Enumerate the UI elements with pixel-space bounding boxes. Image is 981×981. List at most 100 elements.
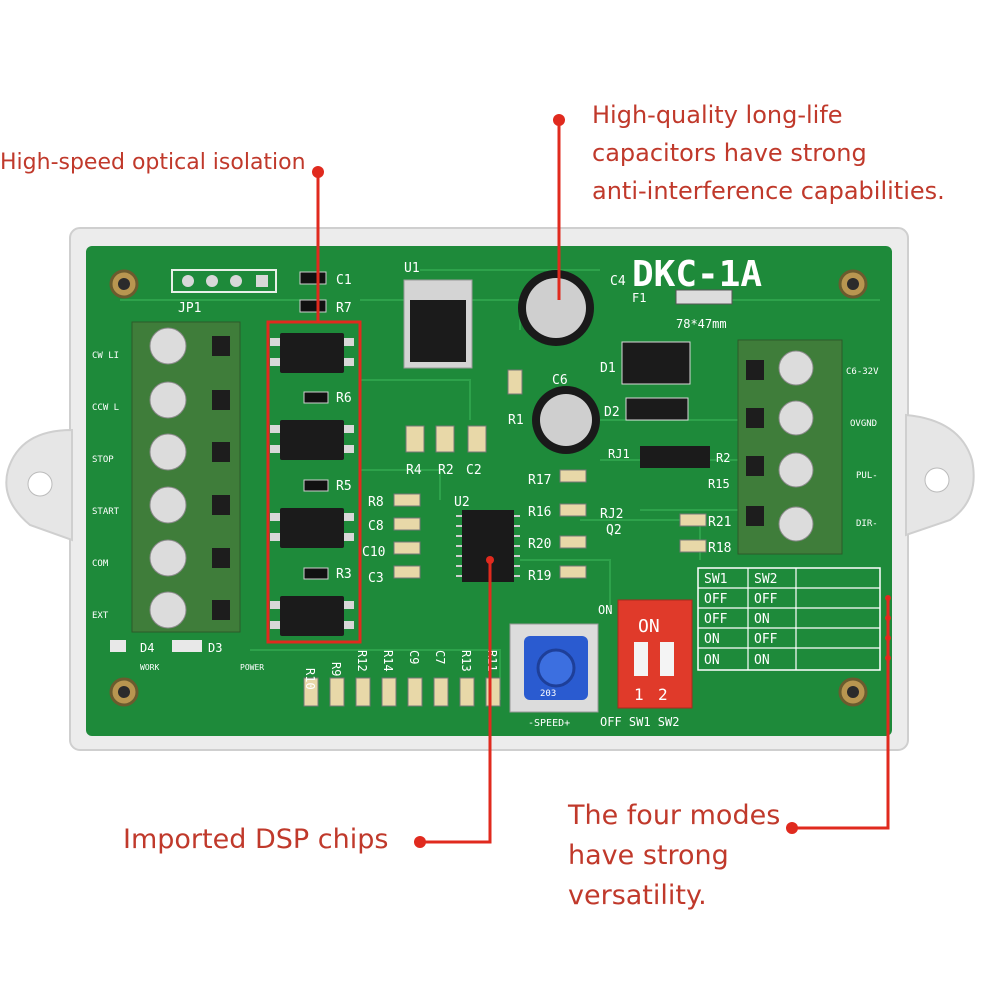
callout-modes-line: have strong [568,840,729,871]
label-c10: C10 [362,545,385,560]
jumper-header: JP1 [171,269,277,316]
dsp-chip-u2: U2 [454,495,520,582]
status-leds: D4 D3 WORK POWER [110,640,264,672]
terminal-label-dir: DIR- [856,519,878,529]
model-area: DKC-1A F1 78*47mm [632,254,762,331]
label-c8: C8 [368,519,384,534]
label-d2: D2 [604,405,620,420]
label-r11: R11 [485,650,499,672]
optocoupler-group: C1 R7 R6 R5 R3 [266,271,362,644]
regulator-u1: U1 [403,261,473,369]
jumper-label: JP1 [178,301,201,316]
label-d1: D1 [600,361,616,376]
label-c7: C7 [433,650,447,664]
label-r15: R15 [708,477,730,491]
mode-cell: OFF [754,632,778,647]
label-c9: C9 [407,650,421,664]
terminal-label-com: COM [92,559,109,569]
leader-modes [792,596,890,830]
callout-four-modes: The four modes have strong versatility. [568,796,780,916]
dip-footer: OFF SW1 SW2 [600,715,679,729]
label-c2: C2 [466,463,482,478]
model-name: DKC-1A [632,254,762,295]
leader-dsp [420,560,492,844]
label-c6: C6 [552,373,568,388]
callout-dsp-chips: Imported DSP chips [123,824,388,855]
dip-switch: ON 1 2 ON OFF SW1 SW2 [598,599,693,729]
dip-on-label: ON [638,616,660,637]
label-r4: R4 [406,463,422,478]
label-r5: R5 [336,479,352,494]
dip-number-2: 2 [658,685,668,704]
callout-capacitors-line: High-quality long-life [592,101,843,129]
label-r7: R7 [336,301,352,316]
label-r6: R6 [336,391,352,406]
label-r14: R14 [381,650,395,672]
label-u2: U2 [454,495,470,510]
dip-on-tag: ON [598,603,612,617]
callout-capacitors-line: capacitors have strong [592,139,867,167]
label-r2-right: R2 [716,451,730,465]
label-r9: R9 [329,662,343,676]
label-c1: C1 [336,273,352,288]
callout-capacitors: High-quality long-life capacitors have s… [592,96,945,210]
label-r16: R16 [528,505,551,520]
label-c4: C4 [610,274,626,289]
led-label-d4: D4 [140,641,154,655]
callout-optical-text: High-speed optical isolation [0,150,306,175]
label-r8: R8 [368,495,384,510]
label-r2: R2 [438,463,454,478]
mode-cell: OFF [704,612,728,627]
label-f1: F1 [632,291,646,305]
label-r13: R13 [459,650,473,672]
callout-leaders [316,120,890,844]
left-mount-hole [27,471,53,497]
dip-number-1: 1 [634,685,644,704]
mode-cell: OFF [704,592,728,607]
mode-cell: ON [704,632,720,647]
mode-cell: ON [704,653,720,668]
label-c3: C3 [368,571,384,586]
mode-header-sw1: SW1 [704,572,727,587]
callout-dsp-text: Imported DSP chips [123,824,389,855]
mode-cell: ON [754,653,770,668]
mode-table: SW1 SW2 OFF OFF OFF ON ON OFF ON ON [697,567,881,671]
board-size: 78*47mm [676,317,727,331]
callout-modes-line: The four modes [568,800,781,831]
terminal-label-pul: PUL- [856,471,878,481]
label-r10: R10 [303,668,317,690]
label-r3: R3 [336,567,352,582]
left-terminal-block: CW LI CCW L STOP START COM EXT [92,321,241,633]
terminal-label-gnd: OVGND [850,419,877,429]
callout-modes-line: versatility. [568,880,707,911]
speed-potentiometer: 203 -SPEED+ [509,623,599,729]
pot-code: 203 [540,689,556,699]
label-r17: R17 [528,473,551,488]
label-r20: R20 [528,537,551,552]
led-label-d3: D3 [208,641,222,655]
terminal-label-stop: STOP [92,455,114,465]
right-mount-hole [924,467,950,493]
label-u1: U1 [404,261,420,276]
label-q2: Q2 [606,523,622,538]
label-r1: R1 [508,413,524,428]
terminal-label-power: C6-32V [846,367,879,377]
mode-header-sw2: SW2 [754,572,777,587]
label-r21: R21 [708,515,731,530]
optocoupler-highlight [266,320,362,644]
label-r19: R19 [528,569,551,584]
label-rj1: RJ1 [608,447,630,461]
label-r18: R18 [708,541,731,556]
callout-optical-isolation: High-speed optical isolation [0,150,306,175]
diodes: D1 D2 RJ1 R2 R15 [600,341,730,491]
mode-cell: OFF [754,592,778,607]
label-rj2: RJ2 [600,507,623,522]
smd-components: R4 R2 C2 R1 R8 C8 C10 C3 R17 R16 R20 R19… [303,369,731,707]
callout-dots [312,114,891,848]
callout-capacitors-line: anti-interference capabilities. [592,177,945,205]
terminal-label-start: START [92,507,120,517]
speed-label: -SPEED+ [528,718,570,729]
electrolytic-capacitors: C4 C6 [518,270,626,454]
label-r12: R12 [355,650,369,672]
